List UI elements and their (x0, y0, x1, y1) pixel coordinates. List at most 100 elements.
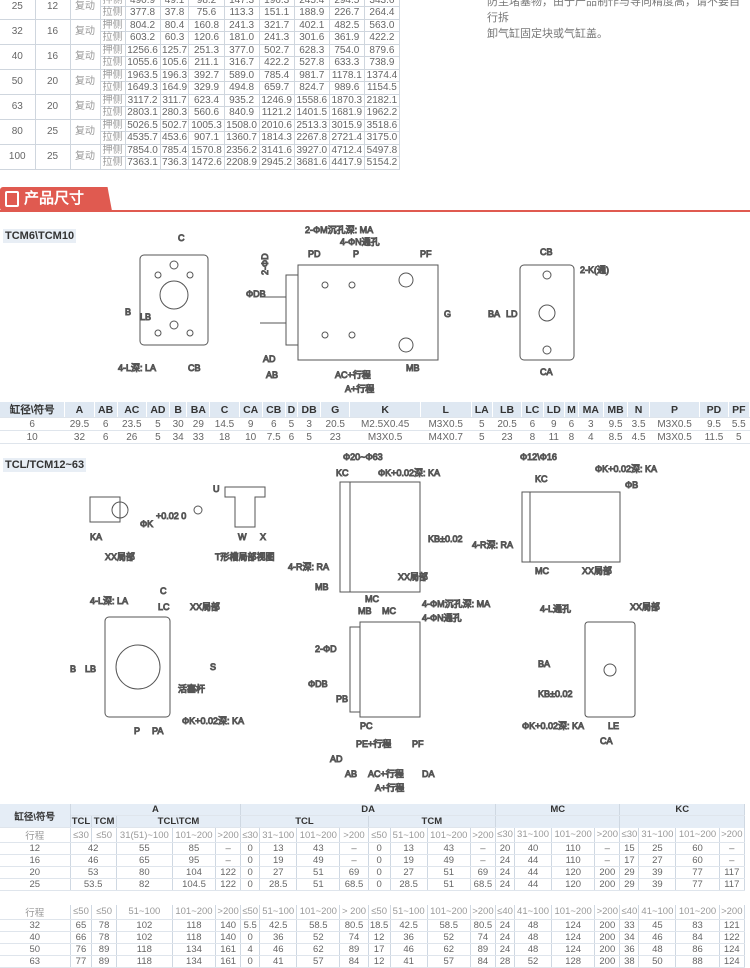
table-cell: 563.0 (364, 19, 401, 32)
table-cell: 49.1 (160, 0, 190, 7)
dim-k-depth-small: ΦK+0.02深: KA (595, 464, 657, 474)
table-cell: 5154.2 (364, 156, 401, 170)
dim-n: 4-ΦN通孔 (340, 237, 380, 247)
table-cell: 294.5 (329, 0, 365, 7)
table-cell: 0 (240, 955, 261, 968)
dim-r: 4-R深: RA (288, 562, 329, 572)
stroke-range: ≤40 (495, 904, 515, 920)
table-cell: 633.3 (329, 56, 365, 70)
table-cell: 392.7 (188, 69, 225, 82)
dim-mb: MB (406, 363, 420, 373)
column-header: BA (186, 402, 211, 418)
dim-ld: LD (506, 309, 518, 319)
push-label: 押侧 (100, 19, 126, 32)
table-cell: 1121.2 (259, 106, 295, 120)
table-cell: 422.2 (259, 56, 295, 70)
type-cell: 复动 (70, 119, 101, 145)
table-cell: 3681.6 (294, 156, 330, 170)
dim-k-depth-front: ΦK+0.02深: KA (182, 716, 244, 726)
dim-cb-side: CB (540, 247, 553, 257)
stroke-range: 31(51)~100 (116, 827, 173, 843)
table-cell: 23 (320, 430, 351, 444)
table-cell: 118 (116, 943, 173, 956)
stroke-range: ≤30 (240, 827, 261, 843)
table-cell: 840.9 (224, 106, 260, 120)
table-cell: 5026.5 (125, 119, 161, 132)
table-cell: 55 (116, 842, 173, 855)
table-cell: 7854.0 (125, 144, 161, 157)
table-cell: 453.6 (160, 131, 190, 145)
table-cell: 494.8 (224, 81, 260, 95)
table-cell: 27 (259, 866, 298, 879)
table-cell: 18.5 (368, 919, 391, 932)
table-cell: 26 (117, 430, 147, 444)
table-cell: 1963.5 (125, 69, 161, 82)
table-cell: 44 (514, 854, 553, 867)
dim-kc-small: KC (535, 474, 548, 484)
table-cell: 1154.5 (364, 81, 401, 95)
table-cell: 6 (94, 417, 118, 431)
column-header: G (320, 402, 351, 418)
type-cell: 复动 (70, 144, 101, 170)
table-cell: 104 (172, 866, 217, 879)
column-header: B (169, 402, 188, 418)
table-cell: 84 (675, 931, 720, 944)
table-cell: 86 (675, 943, 720, 956)
stroke-range: ≤50 (70, 904, 93, 920)
table-cell: 879.6 (364, 44, 401, 57)
table-cell: 200 (594, 919, 621, 932)
table-cell: 51 (427, 866, 471, 879)
rod-cell: 20 (35, 69, 71, 95)
dim-pc: PC (360, 721, 373, 731)
column-header: 缸径\符号 (0, 804, 71, 828)
stroke-range: ≤30 (495, 827, 515, 843)
table-cell: 124 (551, 919, 596, 932)
table-cell: 25 (638, 842, 677, 855)
table-cell: 502.7 (160, 119, 190, 132)
group-header: MC (495, 804, 621, 816)
stroke-range: >200 (470, 904, 497, 920)
stroke-range: 51~100 (390, 827, 428, 843)
table-cell: 48 (514, 919, 553, 932)
pull-label: 拉侧 (100, 106, 126, 120)
bore-cell: 80 (0, 119, 36, 145)
push-label: 押侧 (100, 119, 126, 132)
table-cell: 659.7 (259, 81, 295, 95)
table-cell: 84 (470, 955, 497, 968)
table-cell: 15 (619, 842, 640, 855)
table-cell: 241.3 (259, 31, 295, 45)
dim-d: 2-ΦD (260, 253, 270, 275)
table-cell: 2803.1 (125, 106, 161, 120)
table-cell: 124 (551, 931, 596, 944)
table-cell: 402.1 (294, 19, 330, 32)
stroke-range: ≤40 (619, 904, 640, 920)
column-header: DB (297, 402, 322, 418)
table-cell: 12 (0, 842, 71, 855)
table-cell: 200 (594, 955, 621, 968)
table-cell: 124 (719, 955, 746, 968)
table-cell: 42.5 (390, 919, 428, 932)
table-cell: 3 (297, 417, 322, 431)
piston-rod-label: 活塞杆 (178, 683, 205, 694)
table-cell: 120 (551, 866, 596, 879)
table-cell: 65 (116, 854, 173, 867)
table-cell: 1570.8 (188, 144, 225, 157)
column-header: LD (543, 402, 566, 418)
table-cell: 8 (521, 430, 544, 444)
column-header: N (627, 402, 650, 418)
table-cell: 4712.4 (329, 144, 365, 157)
table-cell: 13 (259, 842, 298, 855)
detail-xx-front: XX局部 (190, 601, 220, 612)
sub-header: TCM (368, 815, 497, 828)
table-cell: 80 (116, 866, 173, 879)
table-cell: 824.7 (294, 81, 330, 95)
table-cell: 280.3 (160, 106, 190, 120)
table-cell: 11.5 (699, 430, 729, 444)
size-range-12-16: Φ12\Φ16 (520, 452, 557, 462)
table-cell: 44 (514, 878, 553, 891)
stroke-range: ≤30 (619, 827, 640, 843)
